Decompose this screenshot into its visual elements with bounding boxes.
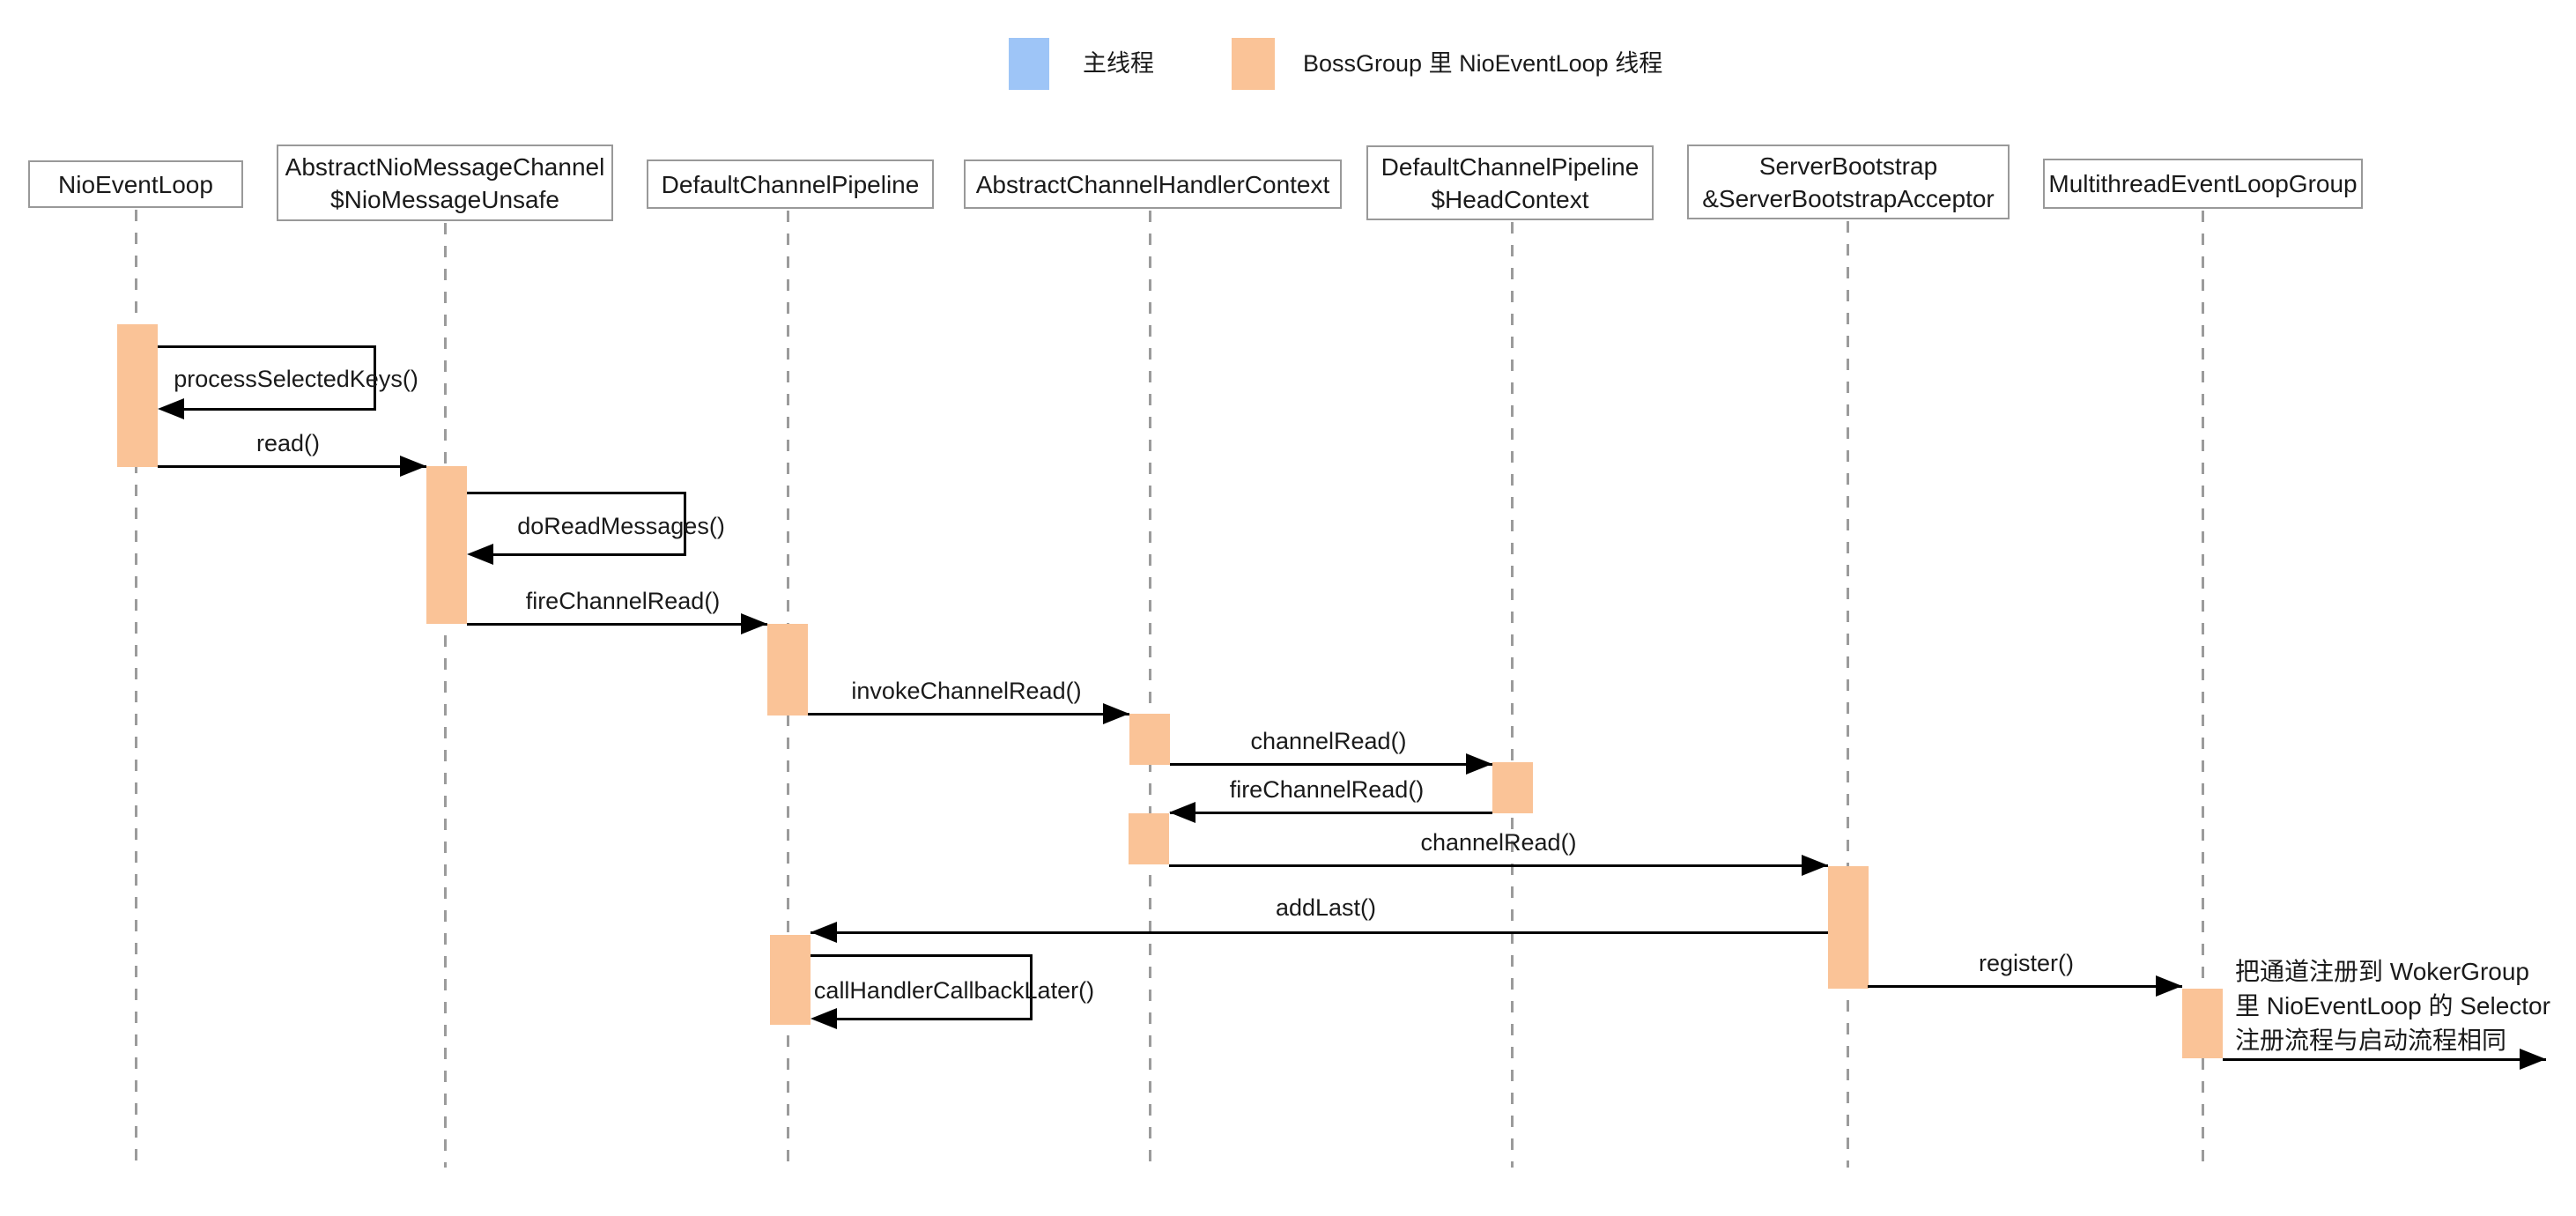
message-arrow	[467, 623, 767, 626]
activation-bar	[770, 935, 811, 1025]
message-arrow	[808, 713, 1129, 716]
self-call-vert-line	[684, 492, 686, 554]
participant-label: $HeadContext	[1431, 185, 1589, 213]
self-call-top-line	[811, 954, 1033, 957]
message-label: addLast()	[1275, 894, 1377, 921]
legend-main-thread-label: 主线程	[1083, 50, 1154, 77]
register-continuation-arrow	[2223, 1058, 2546, 1061]
lifeline-nioeventloop	[135, 210, 137, 1168]
message-arrow	[1169, 864, 1828, 867]
legend-main-thread-swatch	[1009, 38, 1049, 90]
activation-bar	[117, 324, 158, 467]
message-label: read()	[255, 430, 321, 456]
arrowhead	[1169, 802, 1195, 823]
message-arrow	[811, 931, 1828, 934]
participant-multithreadeventloopgroup: MultithreadEventLoopGroup	[2043, 159, 2363, 209]
lifeline-serverbootstrap	[1847, 221, 1849, 1168]
lifeline-headcontext	[1511, 222, 1514, 1168]
activation-bar	[1828, 866, 1869, 989]
activation-bar	[426, 466, 467, 624]
self-call-vert-line	[1030, 954, 1033, 1019]
note-worker-group: 把通道注册到 WokerGroup 里 NioEventLoop 的 Selec…	[2235, 954, 2550, 1057]
participant-abstractniomessagechannel: AbstractNioMessageChannel $NioMessageUns…	[277, 145, 613, 221]
participant-serverbootstrap: ServerBootstrap &ServerBootstrapAcceptor	[1687, 145, 2010, 219]
participant-defaultchannelpipeline: DefaultChannelPipeline	[647, 159, 934, 209]
arrowhead	[1103, 703, 1129, 724]
lifeline-abstractniomessagechannel	[444, 223, 447, 1168]
arrowhead	[741, 613, 767, 634]
message-label: callHandlerCallbackLater()	[813, 977, 1095, 1004]
participant-abstractchannelhandlercontext: AbstractChannelHandlerContext	[964, 159, 1342, 209]
activation-bar	[2182, 989, 2223, 1058]
arrowhead	[467, 544, 493, 565]
participant-label: ServerBootstrap	[1758, 152, 1938, 180]
participant-nioeventloop: NioEventLoop	[28, 160, 243, 208]
lifeline-multithreadeventloopgroup	[2202, 211, 2204, 1168]
self-call-return-line	[829, 1018, 1033, 1020]
message-label: channelRead()	[1250, 728, 1407, 754]
message-label: fireChannelRead()	[1229, 776, 1425, 803]
legend-boss-thread-label: BossGroup 里 NioEventLoop 线程	[1303, 50, 1663, 77]
self-call-top-line	[158, 345, 376, 348]
activation-bar	[767, 624, 808, 716]
participant-label: &ServerBootstrapAcceptor	[1702, 184, 1995, 212]
lifeline-abstractchannelhandlercontext	[1149, 211, 1151, 1168]
arrowhead	[400, 456, 426, 477]
participant-label: DefaultChannelPipeline	[661, 170, 920, 198]
self-call-vert-line	[374, 345, 376, 409]
legend-boss-thread-swatch	[1232, 38, 1275, 90]
message-arrow	[1868, 985, 2182, 988]
message-label: doReadMessages()	[517, 513, 725, 539]
arrowhead	[811, 922, 837, 943]
message-label: processSelectedKeys()	[174, 366, 418, 392]
message-arrow	[1170, 812, 1492, 814]
self-call-return-line	[485, 553, 686, 556]
message-label: channelRead()	[1420, 829, 1577, 856]
participant-headcontext: DefaultChannelPipeline $HeadContext	[1366, 145, 1654, 220]
note-line: 里 NioEventLoop 的 Selector	[2235, 992, 2550, 1020]
arrowhead	[1802, 855, 1828, 876]
activation-bar	[1129, 714, 1170, 765]
message-label: fireChannelRead()	[525, 588, 721, 614]
note-line: 注册流程与启动流程相同	[2235, 1027, 2507, 1054]
message-arrow	[1170, 763, 1492, 766]
arrowhead	[158, 398, 184, 419]
participant-label: NioEventLoop	[58, 170, 213, 198]
arrowhead	[811, 1008, 837, 1029]
participant-label: $NioMessageUnsafe	[330, 185, 559, 213]
activation-bar	[1492, 762, 1533, 813]
message-arrow	[158, 465, 426, 468]
participant-label: DefaultChannelPipeline	[1381, 152, 1640, 181]
participant-label: AbstractChannelHandlerContext	[975, 170, 1330, 198]
participant-label: AbstractNioMessageChannel	[285, 152, 605, 181]
self-call-return-line	[176, 408, 376, 411]
message-label: register()	[1978, 950, 2074, 976]
arrowhead	[2520, 1049, 2546, 1070]
message-label: invokeChannelRead()	[851, 678, 1082, 704]
activation-bar	[1129, 813, 1169, 864]
self-call-top-line	[467, 492, 686, 494]
participant-label: MultithreadEventLoopGroup	[2048, 170, 2358, 197]
note-line: 把通道注册到 WokerGroup	[2235, 958, 2529, 985]
arrowhead	[2156, 975, 2182, 997]
arrowhead	[1466, 753, 1492, 775]
